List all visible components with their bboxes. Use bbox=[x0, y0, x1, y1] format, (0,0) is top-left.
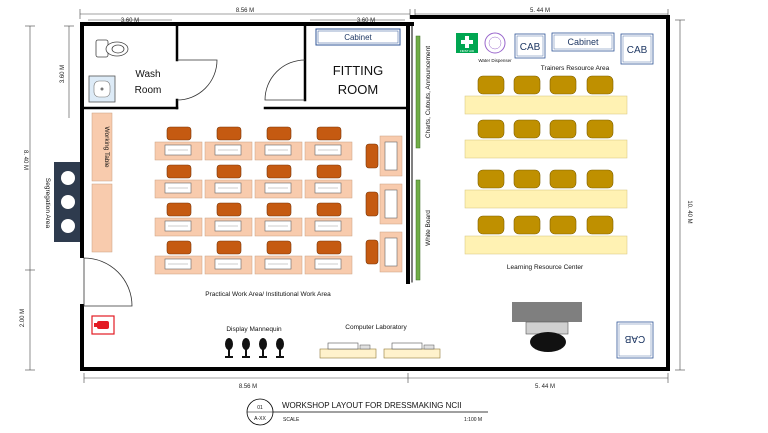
mannequin-icon bbox=[242, 338, 250, 358]
dim-left-full: 8. 40 M bbox=[22, 150, 28, 170]
learning-resource-tables bbox=[464, 75, 628, 255]
working-table-label: Working Table bbox=[103, 127, 110, 168]
wash-room-label-2: Room bbox=[135, 85, 162, 96]
scale-value: 1:100 M bbox=[464, 417, 482, 423]
white-board-label: White Board bbox=[425, 210, 432, 246]
practical-work-tables bbox=[154, 126, 353, 275]
sewing-station[interactable] bbox=[204, 240, 253, 275]
sewing-station[interactable] bbox=[154, 126, 203, 161]
dimension-lines bbox=[25, 9, 685, 383]
sewing-station[interactable] bbox=[254, 126, 303, 161]
sewing-station[interactable] bbox=[254, 240, 303, 275]
wash-room-label-1: Wash bbox=[135, 69, 160, 80]
trainers-resource-area-label: Trainers Resource Area bbox=[541, 65, 610, 72]
mannequin-icon bbox=[225, 338, 233, 358]
cab-2[interactable]: CAB bbox=[620, 33, 654, 65]
fitting-room-label-1: FITTING bbox=[333, 63, 384, 78]
cabinet-trainers[interactable]: Cabinet bbox=[551, 32, 615, 52]
sewing-station[interactable] bbox=[254, 202, 303, 237]
lrc-table-row[interactable] bbox=[464, 169, 628, 209]
sewing-station[interactable] bbox=[304, 126, 353, 161]
sewing-station[interactable] bbox=[204, 126, 253, 161]
dim-top-right: 3.60 M bbox=[357, 18, 375, 24]
cab-1[interactable]: CAB bbox=[514, 33, 546, 59]
trainer-desk[interactable] bbox=[512, 302, 582, 352]
sewing-station[interactable] bbox=[154, 240, 203, 275]
dim-top-left: 3.60 M bbox=[121, 18, 139, 24]
first-aid-icon[interactable]: FIRST AID bbox=[456, 33, 478, 53]
dim-bottom-left: 8.56 M bbox=[239, 384, 257, 390]
water-dispenser-label: Water Dispenser bbox=[478, 58, 512, 63]
cab-2-label: CAB bbox=[627, 45, 648, 56]
sewing-station[interactable] bbox=[304, 240, 353, 275]
sewing-station[interactable] bbox=[154, 202, 203, 237]
mannequin-icon bbox=[276, 338, 284, 358]
dim-bottom-right: 5. 44 M bbox=[535, 384, 555, 390]
plan-title: WORKSHOP LAYOUT FOR DRESSMAKING NCII bbox=[282, 401, 462, 410]
walls bbox=[80, 15, 670, 371]
dim-right-height: 10. 40 M bbox=[686, 200, 692, 223]
fitting-room-door[interactable] bbox=[264, 59, 306, 101]
toilet-icon bbox=[95, 39, 129, 58]
side-sewing-station[interactable] bbox=[365, 231, 403, 273]
side-sewing-stations bbox=[365, 135, 403, 273]
mannequin-icon bbox=[259, 338, 267, 358]
sheet-code: A-XX bbox=[254, 416, 266, 422]
water-dispenser-icon[interactable] bbox=[484, 32, 506, 54]
dim-left-upper: 3.60 M bbox=[60, 65, 66, 83]
cab-3-label: CAB bbox=[624, 333, 645, 344]
computer-desk-1[interactable] bbox=[319, 342, 377, 359]
sewing-station[interactable] bbox=[154, 164, 203, 199]
sewing-station[interactable] bbox=[204, 164, 253, 199]
fitting-room-label-2: ROOM bbox=[338, 82, 378, 97]
wash-room-door[interactable] bbox=[176, 59, 218, 101]
charts-board[interactable]: Charts, Cutouts, Announcement bbox=[415, 35, 432, 149]
sewing-station[interactable] bbox=[304, 202, 353, 237]
white-board[interactable]: White Board bbox=[415, 179, 432, 281]
dim-top-right-room: 5. 44 M bbox=[530, 8, 550, 14]
segregation-area-label: Segregation Area bbox=[44, 178, 51, 229]
sewing-station[interactable] bbox=[204, 202, 253, 237]
segregation-bins[interactable] bbox=[54, 162, 80, 242]
cab-1-label: CAB bbox=[520, 42, 541, 53]
working-table[interactable]: Working Table bbox=[91, 112, 113, 253]
side-sewing-station[interactable] bbox=[365, 183, 403, 225]
scale-label: SCALE bbox=[283, 417, 300, 423]
display-mannequins bbox=[225, 338, 284, 358]
lrc-table-row[interactable] bbox=[464, 119, 628, 159]
sink-icon bbox=[88, 75, 116, 103]
fire-extinguisher-icon[interactable] bbox=[91, 315, 115, 335]
cabinet-fitting-label: Cabinet bbox=[344, 33, 372, 42]
cab-3[interactable]: CAB bbox=[616, 321, 654, 359]
charts-board-label: Charts, Cutouts, Announcement bbox=[425, 46, 432, 138]
sheet-number: 01 bbox=[257, 405, 263, 411]
dim-left-lower: 2.00 M bbox=[20, 309, 26, 327]
computer-laboratory-label: Computer Laboratory bbox=[345, 324, 407, 331]
main-entrance-door[interactable] bbox=[83, 257, 133, 307]
side-sewing-station[interactable] bbox=[365, 135, 403, 177]
title-block: 01 A-XX WORKSHOP LAYOUT FOR DRESSMAKING … bbox=[246, 398, 488, 426]
cabinet-trainers-label: Cabinet bbox=[567, 37, 599, 47]
sewing-station[interactable] bbox=[254, 164, 303, 199]
practical-work-area-label: Practical Work Area/ Institutional Work … bbox=[205, 291, 331, 298]
display-mannequin-label: Display Mannequin bbox=[226, 326, 282, 333]
learning-resource-center-label: Learning Resource Center bbox=[507, 264, 584, 271]
dim-top-mid: 8.56 M bbox=[236, 8, 254, 14]
door-swings bbox=[83, 59, 306, 307]
cabinet-fitting[interactable]: Cabinet bbox=[315, 28, 401, 46]
first-aid-text: FIRST AID bbox=[460, 49, 475, 53]
computer-desk-2[interactable] bbox=[383, 342, 441, 359]
lrc-table-row[interactable] bbox=[464, 215, 628, 255]
sewing-station[interactable] bbox=[304, 164, 353, 199]
lrc-table-row[interactable] bbox=[464, 75, 628, 115]
